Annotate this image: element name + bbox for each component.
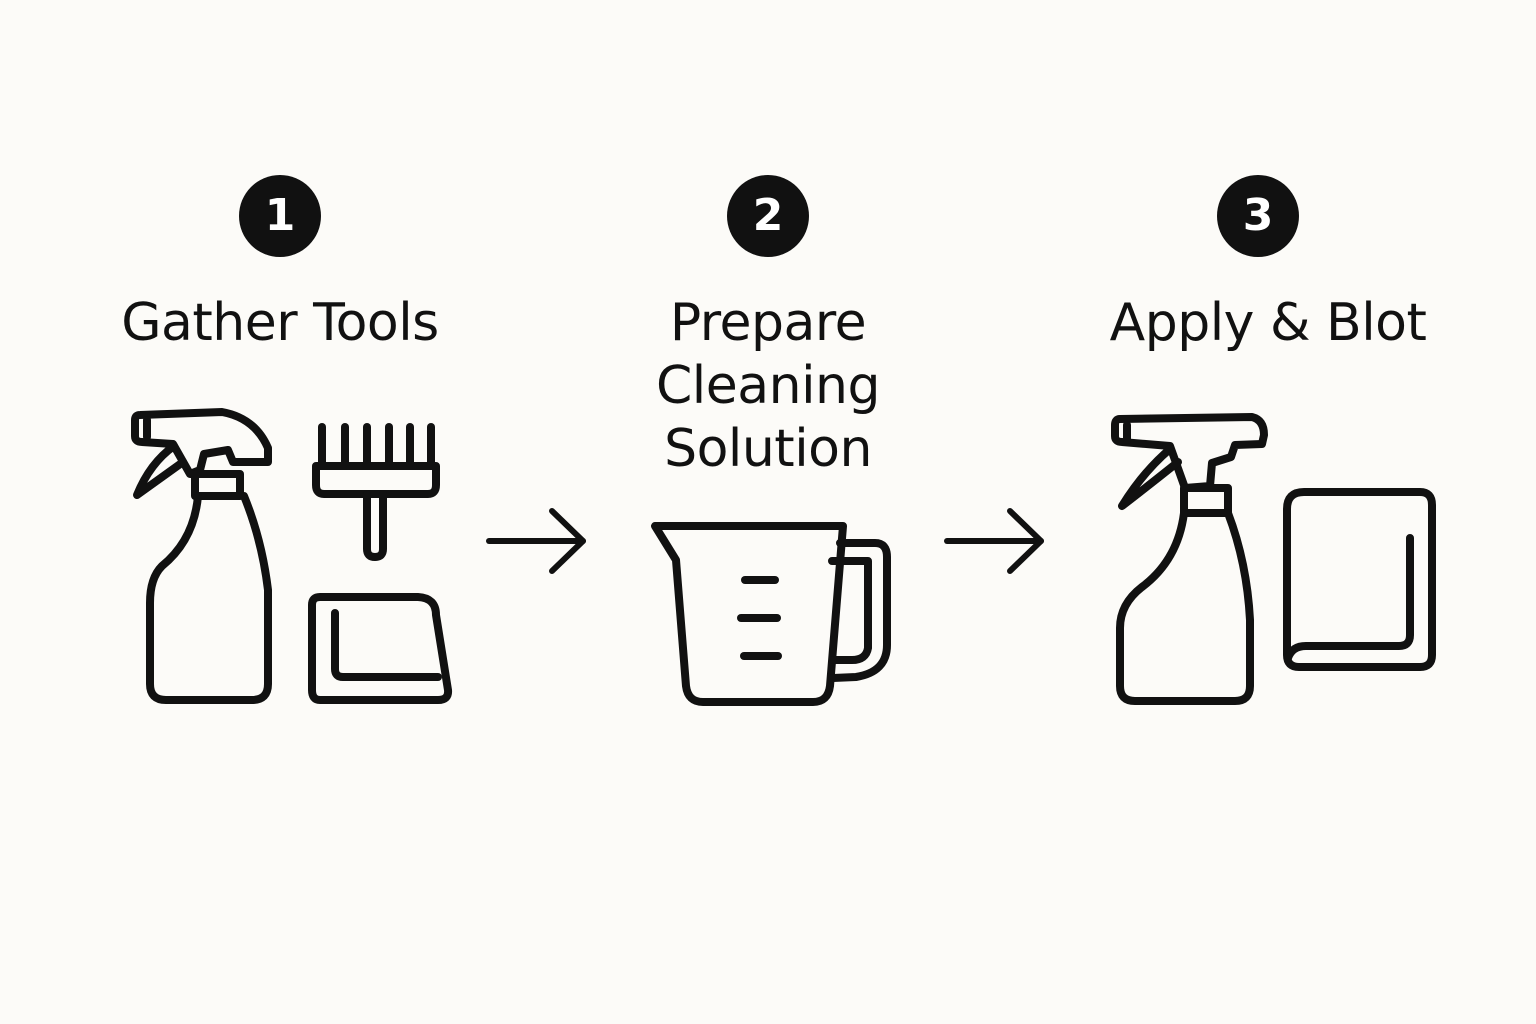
step-title-line: Prepare (669, 293, 867, 353)
step-number: 2 (752, 190, 784, 241)
step-3: 3 Apply & Blot (1038, 0, 1498, 1024)
step-title-line: Solution (664, 419, 872, 479)
step-title: Gather Tools (50, 292, 510, 355)
step-title: Prepare Cleaning Solution (538, 292, 998, 481)
step-number-badge: 3 (1217, 175, 1299, 257)
step-title-line: Gather Tools (121, 293, 439, 353)
step-title: Apply & Blot (1038, 292, 1498, 355)
step-title-line: Cleaning (656, 356, 880, 416)
step-title-line: Apply & Blot (1109, 293, 1427, 353)
step-number: 3 (1242, 190, 1274, 241)
step-number: 1 (264, 190, 296, 241)
step-number-badge: 1 (239, 175, 321, 257)
step-1: 1 Gather Tools (50, 0, 510, 1024)
step-number-badge: 2 (727, 175, 809, 257)
step-2: 2 Prepare Cleaning Solution (538, 0, 998, 1024)
